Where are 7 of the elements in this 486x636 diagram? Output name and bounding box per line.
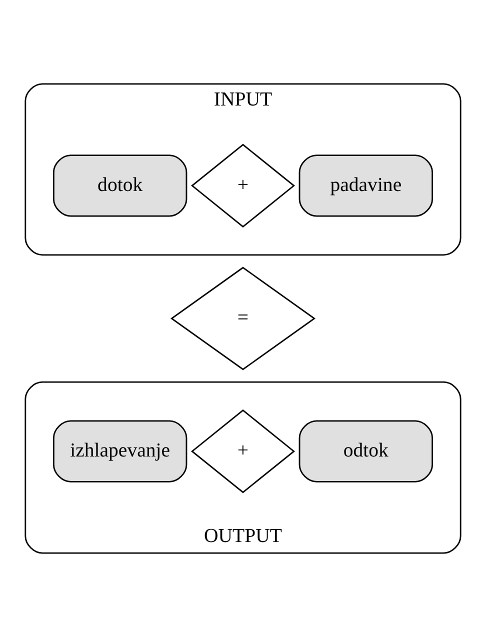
node-diamond: + <box>191 143 295 228</box>
node-diamond: + <box>191 408 295 493</box>
node-box: izhlapevanje <box>52 420 188 482</box>
node-box: dotok <box>52 154 188 216</box>
node-diamond: = <box>170 266 316 370</box>
node-box: padavine <box>298 154 434 216</box>
node-box: odtok <box>298 420 434 482</box>
